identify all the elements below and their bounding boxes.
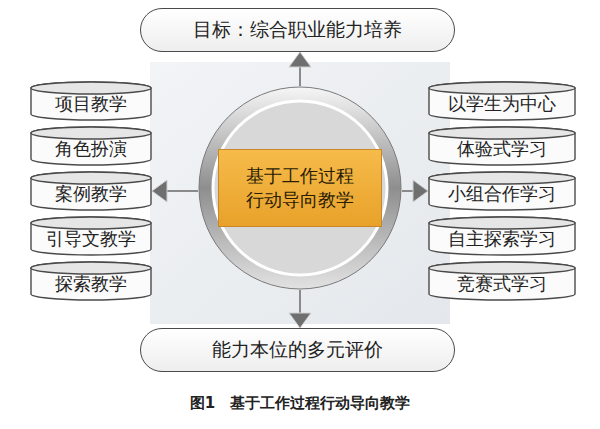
node-label: 角色扮演 — [55, 131, 127, 161]
cylinder-body — [31, 127, 151, 165]
rounded-box: 目标：综合职业能力培养 — [140, 8, 455, 52]
connector-arrow — [289, 52, 311, 86]
cylinder-body — [31, 262, 151, 300]
cylinder-body — [429, 172, 575, 210]
node-label: 探索教学 — [55, 266, 127, 296]
cylinder-top — [429, 172, 575, 184]
node-label: 案例教学 — [55, 176, 127, 206]
center-disc: 基于工作过程 行动导向教学 — [198, 86, 402, 290]
cylinder-top — [429, 217, 575, 229]
cylinder-top — [31, 127, 151, 139]
cylinder-body — [429, 127, 575, 165]
cylinder-box: 探索教学 — [30, 262, 152, 300]
arrow-head — [289, 313, 311, 328]
arrow-head — [413, 180, 428, 202]
cylinder-top — [31, 82, 151, 94]
connector-arrow — [152, 180, 198, 202]
node-label: 自主探索学习 — [448, 221, 556, 251]
arrow-head — [152, 180, 167, 202]
cylinder-box: 竞赛式学习 — [428, 262, 576, 300]
node-label: 基于工作过程 行动导向教学 — [218, 149, 382, 228]
rounded-box: 能力本位的多元评价 — [140, 328, 455, 372]
node-label: 体验式学习 — [457, 131, 547, 161]
cylinder-top — [429, 262, 575, 274]
node-label: 竞赛式学习 — [457, 266, 547, 296]
cylinder-box: 案例教学 — [30, 172, 152, 210]
figure-caption: 图1 基于工作过程行动导向教学 — [0, 394, 600, 413]
node-label: 目标：综合职业能力培养 — [193, 17, 402, 43]
connector-arrow — [289, 290, 311, 328]
node-label: 项目教学 — [55, 86, 127, 116]
cylinder-box: 以学生为中心 — [428, 82, 576, 120]
node-label: 能力本位的多元评价 — [212, 337, 383, 363]
cylinder-body — [429, 82, 575, 120]
cylinder-body — [31, 82, 151, 120]
cylinder-top — [31, 172, 151, 184]
cylinder-top — [429, 82, 575, 94]
node-label: 小组合作学习 — [448, 176, 556, 206]
outer-ring — [199, 87, 401, 289]
inner-disc — [213, 101, 387, 275]
cylinder-box: 角色扮演 — [30, 127, 152, 165]
cylinder-body — [429, 262, 575, 300]
cylinder-top — [429, 127, 575, 139]
node-label: 引导文教学 — [46, 221, 136, 251]
cylinder-box: 项目教学 — [30, 82, 152, 120]
cylinder-body — [429, 217, 575, 255]
cylinder-box: 自主探索学习 — [428, 217, 576, 255]
background-panel — [150, 62, 450, 324]
cylinder-body — [31, 172, 151, 210]
cylinder-top — [31, 262, 151, 274]
arrow-head — [289, 52, 311, 67]
cylinder-box: 体验式学习 — [428, 127, 576, 165]
cylinder-top — [31, 217, 151, 229]
connector-arrow — [402, 180, 428, 202]
node-label: 以学生为中心 — [448, 86, 556, 116]
cylinder-box: 小组合作学习 — [428, 172, 576, 210]
cylinder-box: 引导文教学 — [30, 217, 152, 255]
cylinder-body — [31, 217, 151, 255]
